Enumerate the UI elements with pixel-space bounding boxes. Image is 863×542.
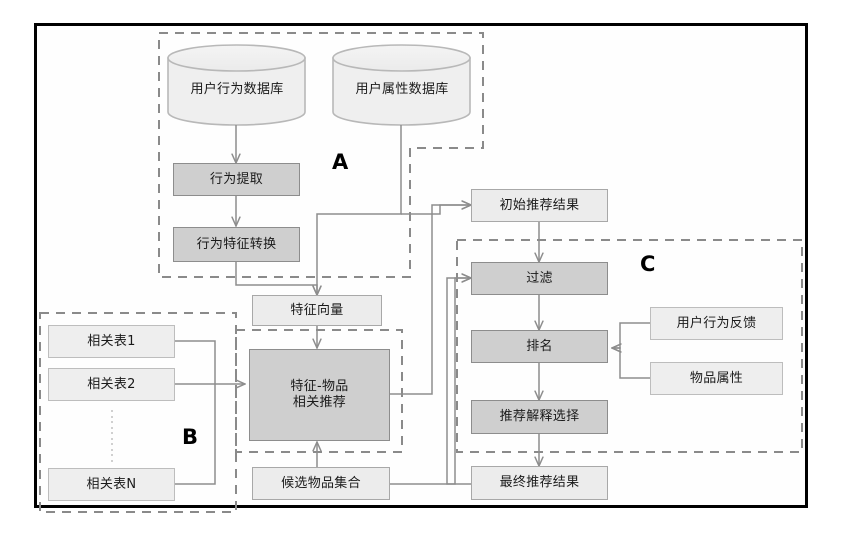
node-item-attribute[interactable]: 物品属性 bbox=[650, 362, 783, 395]
node-behavior-feature-transform[interactable]: 行为特征转换 bbox=[173, 227, 300, 262]
node-relation-table-n[interactable]: 相关表N bbox=[48, 468, 175, 501]
user-attribute-db-label: 用户属性数据库 bbox=[355, 81, 449, 97]
group-label-a: A bbox=[332, 150, 349, 174]
node-feature-item-recommendation[interactable]: 特征-物品 相关推荐 bbox=[249, 349, 390, 441]
node-initial-recommendation-result[interactable]: 初始推荐结果 bbox=[471, 189, 608, 222]
node-recommendation-explanation-selection[interactable]: 推荐解释选择 bbox=[471, 400, 608, 434]
user-behavior-db-label: 用户行为数据库 bbox=[190, 81, 284, 97]
node-user-behavior-feedback[interactable]: 用户行为反馈 bbox=[650, 307, 783, 340]
node-final-recommendation-result[interactable]: 最终推荐结果 bbox=[471, 466, 608, 500]
node-feature-vector[interactable]: 特征向量 bbox=[252, 295, 382, 326]
relation-table-ellipsis bbox=[110, 410, 114, 462]
node-relation-table-2[interactable]: 相关表2 bbox=[48, 368, 175, 401]
node-candidate-item-set[interactable]: 候选物品集合 bbox=[252, 467, 390, 500]
node-behavior-extraction[interactable]: 行为提取 bbox=[173, 163, 300, 196]
group-label-b: B bbox=[182, 425, 199, 449]
group-label-c: C bbox=[640, 252, 656, 276]
node-ranking[interactable]: 排名 bbox=[471, 330, 608, 363]
node-filter[interactable]: 过滤 bbox=[471, 262, 608, 295]
node-relation-table-1[interactable]: 相关表1 bbox=[48, 325, 175, 358]
